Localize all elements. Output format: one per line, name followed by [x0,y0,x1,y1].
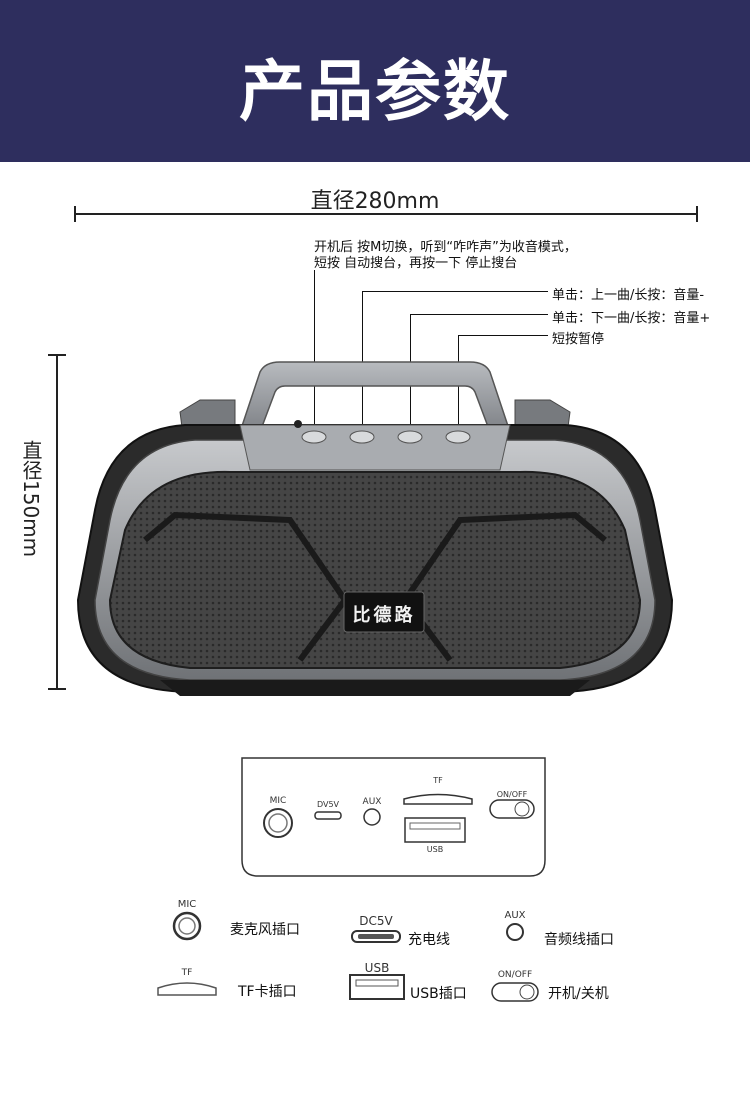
height-dimension-tick-top [48,354,66,356]
port-panel-outline [241,757,546,877]
grille-accent-left [143,511,349,662]
panel-tf-slot [403,793,473,805]
mic-hole-icon [294,420,302,428]
prev-leader-h [362,291,548,292]
height-dimension-line [56,354,58,690]
width-dimension-tick-left [74,206,76,222]
speaker-grille [108,470,642,669]
page-title: 产品参数 [239,53,511,130]
panel-dc-port [314,811,342,820]
legend-usb-label: USB插口 [410,986,467,1002]
legend-mic-label: 麦克风插口 [230,922,300,938]
next-leader-h [410,314,548,315]
pause-leader-h [458,335,548,336]
legend-aux-icon [506,923,524,941]
header-banner: 产品参数 [0,0,750,162]
panel-usb-port [404,817,466,843]
legend-tf-label: TF卡插口 [238,984,297,1000]
width-dimension-line [74,213,698,215]
next-note: 单击：下一曲/长按：音量+ [552,311,711,326]
prev-button [349,430,375,444]
panel-aux-label: AUX [362,797,382,807]
panel-power-label: ON/OFF [496,790,528,799]
legend-tf-icon [157,982,217,996]
prev-note: 单击：上一曲/长按：音量- [552,288,705,303]
legend-power-icon-label: ON/OFF [497,970,533,980]
mode-note-line1: 开机后 按M切换，听到“咋咋声”为收音模式， [314,240,577,255]
next-button [397,430,423,444]
mode-leader-v [314,270,315,432]
legend-usb-icon-label: USB [364,961,390,975]
legend-aux-icon-label: AUX [504,910,526,921]
speaker-bottom-strip [160,680,590,696]
panel-mic-label: MIC [269,796,287,806]
legend-dc-label: 充电线 [408,932,450,948]
legend-aux-label: 音频线插口 [544,932,614,948]
legend-dc-icon-label: DC5V [359,914,393,928]
width-dimension-tick-right [696,206,698,222]
panel-aux-jack [363,808,381,826]
pause-button [445,430,471,444]
height-dimension-tick-bottom [48,688,66,690]
panel-usb-label: USB [426,845,444,854]
legend-tf-icon-label: TF [181,968,193,978]
height-dimension-label: 直径150mm [19,440,43,558]
width-dimension-label: 直径280mm [310,189,440,214]
legend-usb-icon [349,974,405,1000]
brand-logo: 比德路 [352,605,416,626]
panel-dc-label: DV5V [316,800,340,809]
mode-note-line2: 短按 自动搜台，再按一下 停止搜台 [314,256,518,271]
pause-note: 短按暂停 [552,332,605,347]
legend-power-label: 开机/关机 [548,986,609,1002]
mode-button [301,430,327,444]
panel-tf-label: TF [433,776,443,785]
brand-plate [343,591,425,633]
legend-mic-icon-label: MIC [177,899,197,910]
